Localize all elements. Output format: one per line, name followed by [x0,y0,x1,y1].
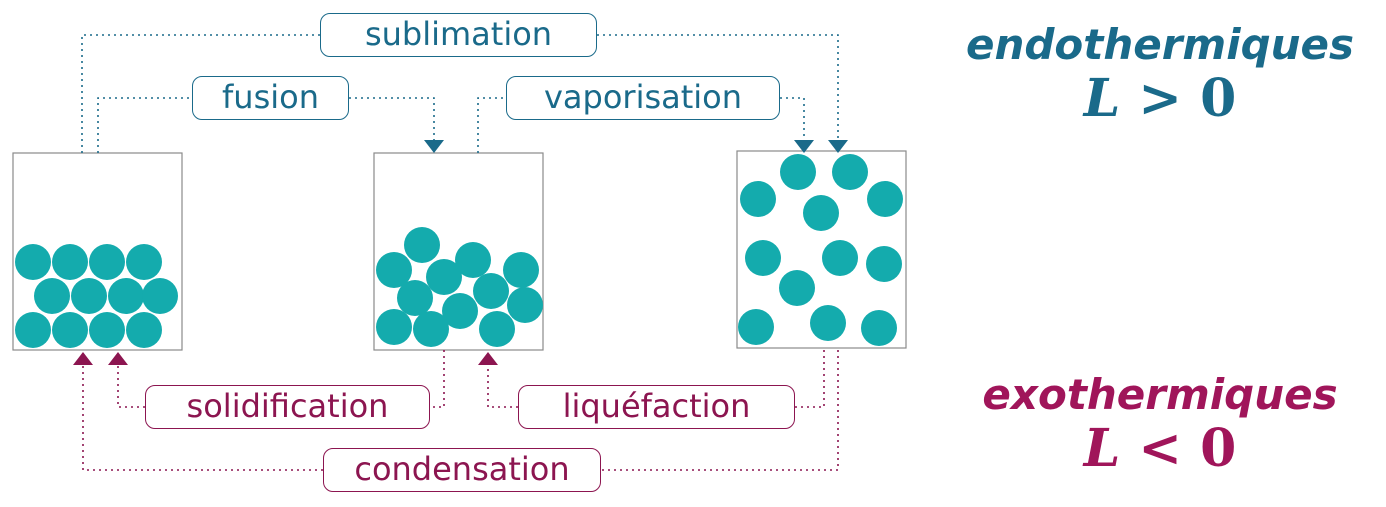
gas-container [736,150,907,349]
particle [803,195,839,231]
particle [34,278,70,314]
particle [861,310,897,346]
particle [479,311,515,347]
particle [126,312,162,348]
exothermic-title: exothermiques [982,370,1338,419]
particle [15,244,51,280]
particle [52,312,88,348]
liquefaction-arrowhead [478,352,498,365]
sublimation-label: sublimation [320,13,597,57]
particle [455,242,491,278]
particle [745,240,781,276]
particle [108,278,144,314]
particle [142,278,178,314]
fusion-label: fusion [192,76,349,120]
particle [779,270,815,306]
solidification-label: solidification [145,385,430,429]
particle [52,244,88,280]
particle [832,154,868,190]
particle [442,293,478,329]
particle [822,240,858,276]
vaporisation-connector [477,97,805,153]
exothermic-heading: exothermiques L < 0 [950,370,1370,478]
exothermic-value: 0 [1200,418,1237,479]
particle [780,154,816,190]
particle [126,244,162,280]
endothermic-heading: endothermiques L > 0 [950,20,1370,128]
sublimation-connector [81,34,839,153]
particle [397,280,433,316]
particle [866,246,902,282]
particle [89,244,125,280]
fusion-arrowhead [424,140,444,153]
gas-particles [738,154,903,346]
endothermic-title: endothermiques [965,20,1355,69]
endothermic-formula: L > 0 [950,70,1370,128]
particle [810,305,846,341]
particle [507,287,543,323]
vaporisation-arrowhead [794,140,814,153]
particle [15,312,51,348]
particle [473,273,509,309]
exothermic-variable: L [1083,418,1121,479]
particle [89,312,125,348]
particle [738,309,774,345]
condensation-arrowhead [73,352,93,365]
fusion-connector [97,97,435,153]
liquefaction-label: liquéfaction [518,385,795,429]
particle [740,181,776,217]
solidification-connector [117,350,445,408]
particle [503,252,539,288]
particle [376,309,412,345]
particle [867,181,903,217]
liquefaction-connector [487,350,825,408]
solid-particles [15,244,178,348]
sublimation-arrowhead [828,140,848,153]
endothermic-variable: L [1083,68,1121,129]
liquid-container [373,152,544,351]
particle [426,259,462,295]
vaporisation-label: vaporisation [506,76,780,120]
particle [376,252,412,288]
endothermic-value: 0 [1200,68,1237,129]
liquid-particles [376,227,543,347]
solidification-arrowhead [108,352,128,365]
exothermic-operator: < [1120,418,1201,479]
exothermic-formula: L < 0 [950,420,1370,478]
particle [404,227,440,263]
condensation-connector [82,350,839,471]
condensation-label: condensation [323,448,601,492]
particle [71,278,107,314]
endothermic-operator: > [1120,68,1201,129]
particle [413,311,449,347]
